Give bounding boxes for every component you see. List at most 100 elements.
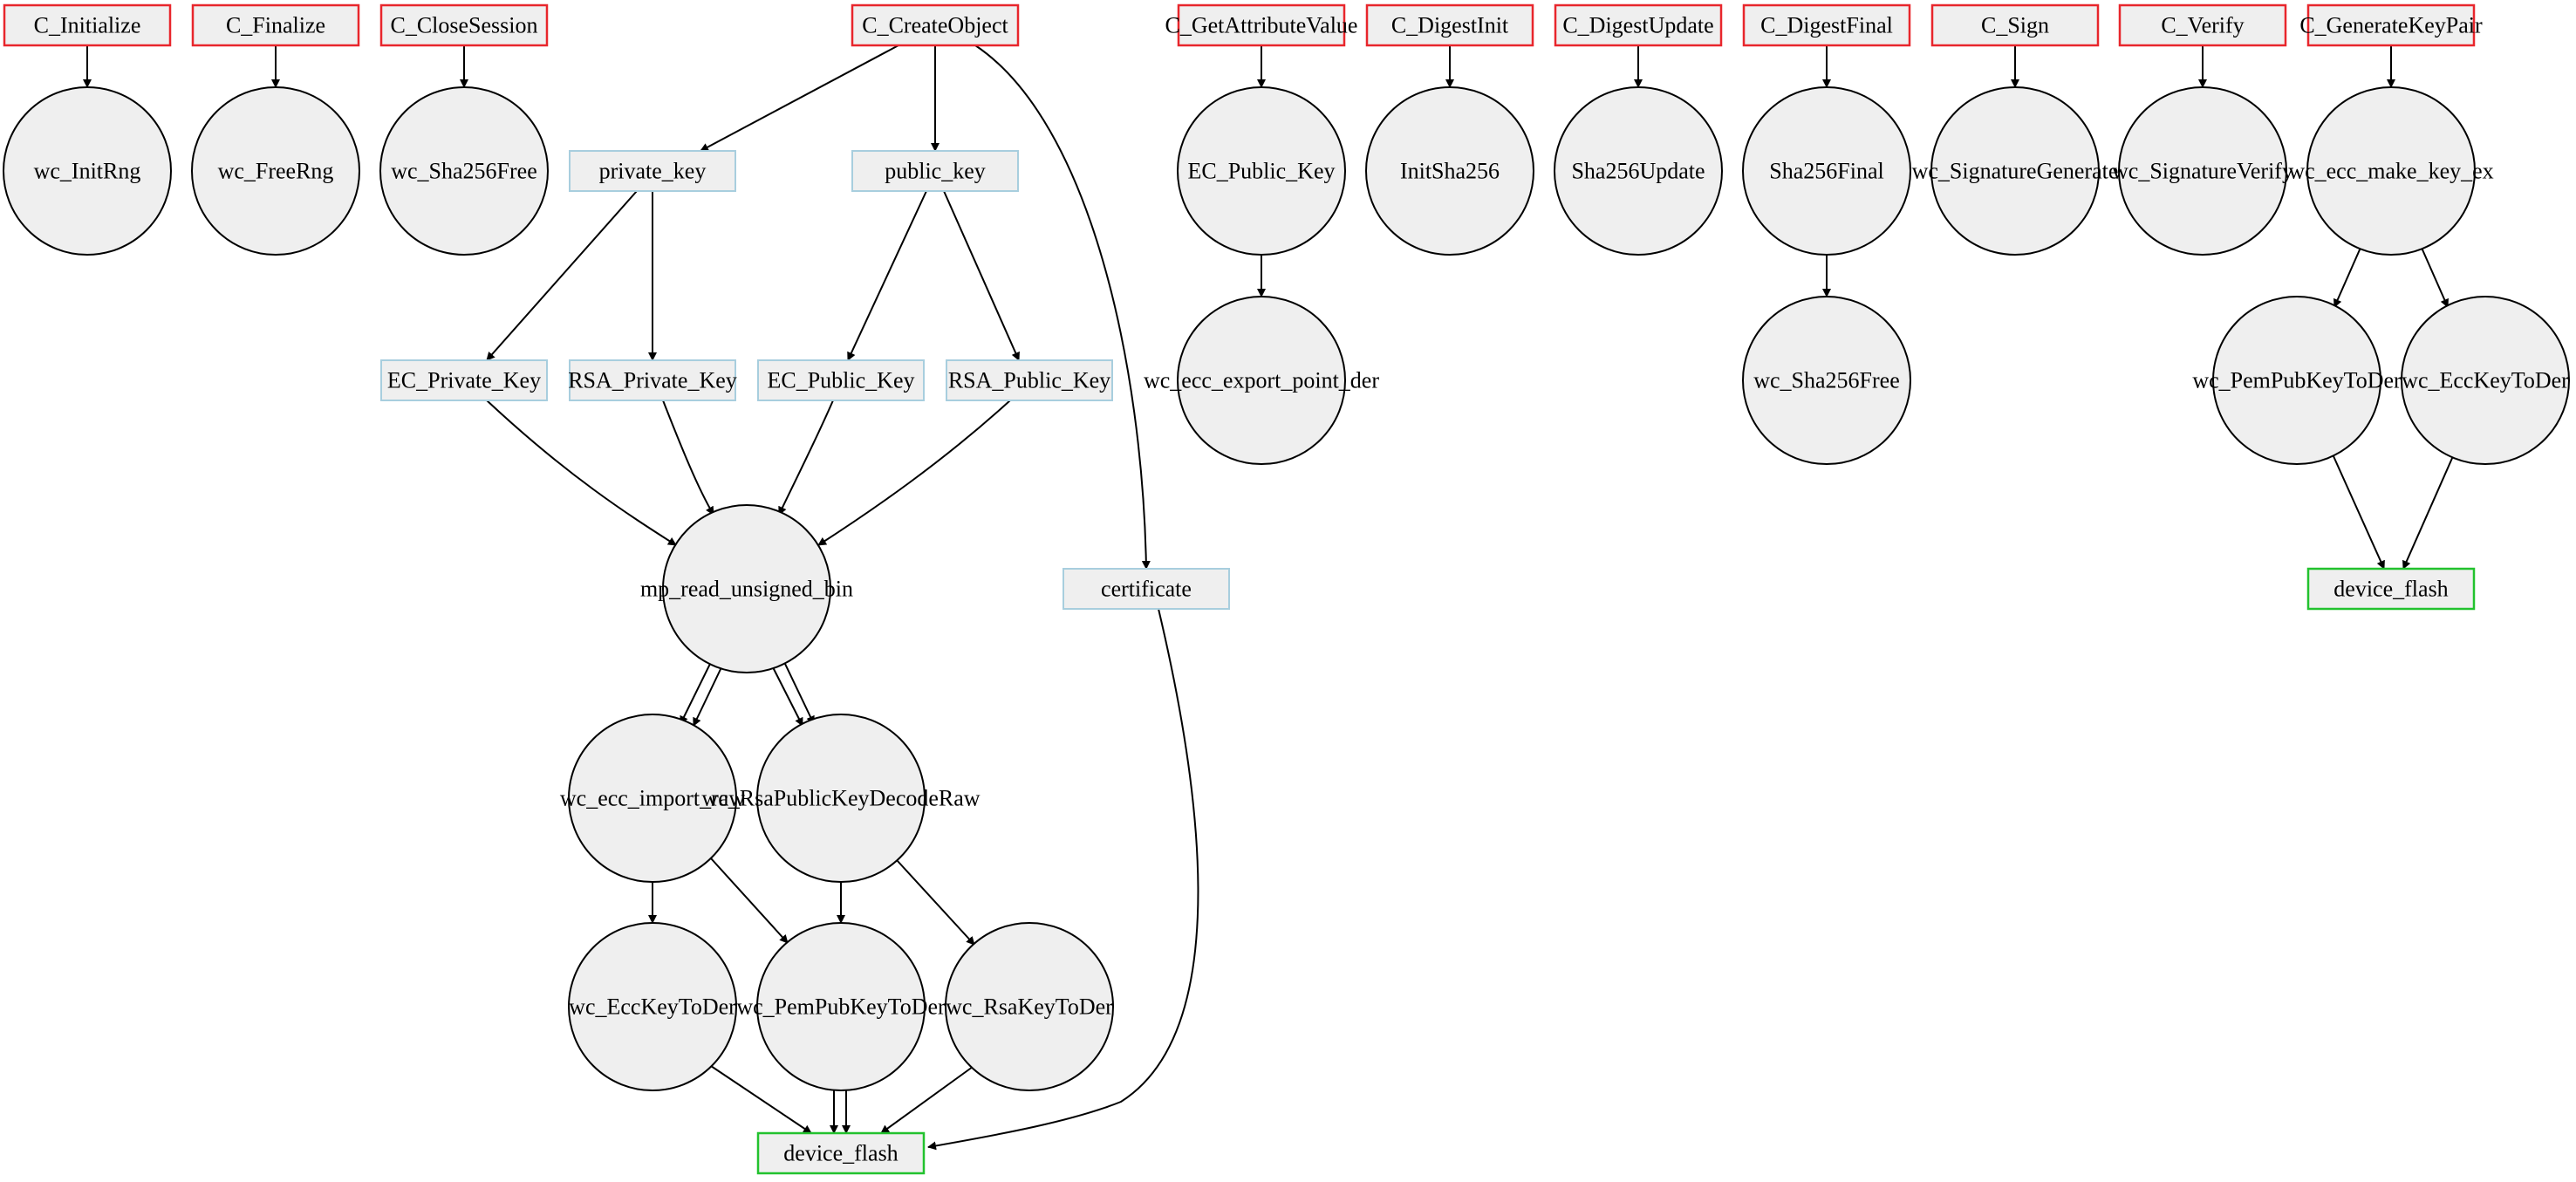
edge-rsatoder-to-flash1: [880, 1066, 974, 1134]
node-label: C_Finalize: [226, 13, 325, 38]
object-box-shape: [757, 359, 925, 401]
edge-create-to-cert: [974, 44, 1151, 570]
function-circle-shape: [1365, 86, 1534, 256]
edge-create-to-privkey: [700, 44, 899, 152]
function-circle-shape: [568, 922, 737, 1091]
node-api-box-fin: C_Finalize: [191, 3, 360, 47]
function-circle-shape: [1177, 296, 1346, 465]
api-box-shape: [2306, 3, 2476, 47]
function-circle-shape: [3, 86, 172, 256]
function-circle-shape: [2306, 86, 2476, 256]
node-label: public_key: [885, 159, 986, 184]
api-box-shape: [851, 3, 1020, 47]
node-function-circle-shafinal: Sha256Final: [1742, 86, 1911, 256]
api-box-shape: [1554, 3, 1723, 47]
api-box-shape: [2118, 3, 2287, 47]
node-label: Sha256Final: [1769, 159, 1883, 184]
node-label: C_Sign: [1981, 13, 2049, 38]
node-function-circle-makekey: wc_ecc_make_key_ex: [2288, 86, 2494, 256]
node-label: C_GenerateKeyPair: [2299, 13, 2483, 38]
node-label: wc_RsaPublicKeyDecodeRaw: [701, 786, 980, 811]
node-label: C_GetAttributeValue: [1165, 13, 1358, 38]
function-circle-shape: [1742, 86, 1911, 256]
node-label: EC_Private_Key: [387, 368, 541, 393]
api-box-shape: [191, 3, 360, 47]
node-label: C_Initialize: [34, 13, 141, 38]
node-function-circle-freerng: wc_FreeRng: [191, 86, 360, 256]
node-label: EC_Public_Key: [768, 368, 915, 393]
node-api-box-sign: C_Sign: [1930, 3, 2100, 47]
node-label: wc_FreeRng: [218, 159, 334, 184]
node-label: RSA_Private_Key: [568, 368, 737, 393]
edge-rsapub-to-mpread: [817, 400, 1011, 546]
storage-box-shape: [2306, 567, 2476, 611]
node-label: wc_Sha256Free: [391, 159, 537, 184]
node-function-circle-shafree2: wc_Sha256Free: [1742, 296, 1911, 465]
node-function-circle-mpread: mp_read_unsigned_bin: [640, 504, 853, 673]
edge-ecpub1-to-mpread: [778, 400, 834, 516]
node-function-circle-ecctoder2: wc_EccKeyToDer: [2401, 296, 2570, 465]
node-label: device_flash: [2333, 577, 2448, 602]
node-function-circle-rsatoder: wc_RsaKeyToDer: [945, 922, 1114, 1091]
node-label: InitSha256: [1400, 159, 1500, 184]
node-label: C_DigestUpdate: [1562, 13, 1713, 38]
object-box-shape: [1063, 568, 1230, 610]
edge-pubkey-to-rsapub: [943, 190, 1020, 361]
node-label: wc_SignatureVerify: [2112, 159, 2293, 184]
function-circle-shape: [2212, 296, 2381, 465]
node-function-circle-pemtoder1: wc_PemPubKeyToDer: [736, 922, 946, 1091]
node-object-box-ecpriv: EC_Private_Key: [380, 359, 548, 401]
api-box-shape: [1930, 3, 2100, 47]
edge-makekey-to-pemtoder2: [2333, 247, 2361, 308]
function-circle-shape: [662, 504, 831, 673]
node-label: private_key: [599, 159, 707, 184]
edge-eccimp-to-pemtoder1: [710, 857, 789, 944]
node-function-circle-shaupd: Sha256Update: [1554, 86, 1723, 256]
object-box-shape: [380, 359, 548, 401]
edge-rsapriv-to-mpread: [662, 400, 714, 516]
nodes-layer: C_Initialize C_Finalize C_CloseSession C_Cr…: [3, 3, 2570, 1175]
node-function-circle-rsadec: wc_RsaPublicKeyDecodeRaw: [701, 714, 981, 883]
edge-makekey-to-ecctoder2: [2421, 247, 2449, 308]
function-circle-shape: [2118, 86, 2287, 256]
node-function-circle-shafree1: wc_Sha256Free: [379, 86, 549, 256]
function-circle-shape: [945, 922, 1114, 1091]
node-label: wc_SignatureGenerate: [1912, 159, 2119, 184]
node-object-box-cert: certificate: [1063, 568, 1230, 610]
node-label: wc_PemPubKeyToDer: [2192, 368, 2402, 393]
edge-mpread-to-eccimp: [680, 663, 711, 725]
edge-pemtoder2-to-flash2: [2333, 455, 2385, 570]
node-api-box-genkp: C_GenerateKeyPair: [2299, 3, 2483, 47]
node-function-circle-ecpub2: EC_Public_Key: [1177, 86, 1346, 256]
function-circle-shape: [191, 86, 360, 256]
node-object-box-privkey: private_key: [569, 150, 736, 192]
function-circle-shape: [756, 714, 926, 883]
node-object-box-rsapub: RSA_Public_Key: [946, 359, 1113, 401]
node-label: wc_ecc_export_point_der: [1144, 368, 1379, 393]
edge-mpread-to-rsadec: [771, 665, 803, 727]
storage-box-shape: [756, 1131, 926, 1175]
node-label: certificate: [1101, 577, 1192, 602]
node-function-circle-siggen: wc_SignatureGenerate: [1912, 86, 2119, 256]
object-box-shape: [569, 359, 736, 401]
node-function-circle-pemtoder2: wc_PemPubKeyToDer: [2192, 296, 2402, 465]
node-api-box-getattr: C_GetAttributeValue: [1165, 3, 1358, 47]
node-label: C_DigestFinal: [1760, 13, 1893, 38]
node-function-circle-ecctoder1: wc_EccKeyToDer: [568, 922, 737, 1091]
node-label: C_DigestInit: [1391, 13, 1509, 38]
node-label: RSA_Public_Key: [948, 368, 1110, 393]
node-api-box-verify: C_Verify: [2118, 3, 2287, 47]
node-label: C_CreateObject: [862, 13, 1008, 38]
edge-cert-to-flash1: [927, 608, 1199, 1151]
edge-ecctoder2-to-flash2: [2402, 455, 2454, 570]
node-label: C_CloseSession: [390, 13, 537, 38]
function-circle-shape: [1177, 86, 1346, 256]
node-object-box-rsapriv: RSA_Private_Key: [568, 359, 737, 401]
node-label: C_Verify: [2161, 13, 2244, 38]
node-label: wc_PemPubKeyToDer: [736, 994, 946, 1020]
node-storage-box-flash2: device_flash: [2306, 567, 2476, 611]
function-circle-shape: [1742, 296, 1911, 465]
node-label: wc_ecc_make_key_ex: [2288, 159, 2493, 184]
edge-pubkey-to-ecpub1: [847, 190, 927, 361]
